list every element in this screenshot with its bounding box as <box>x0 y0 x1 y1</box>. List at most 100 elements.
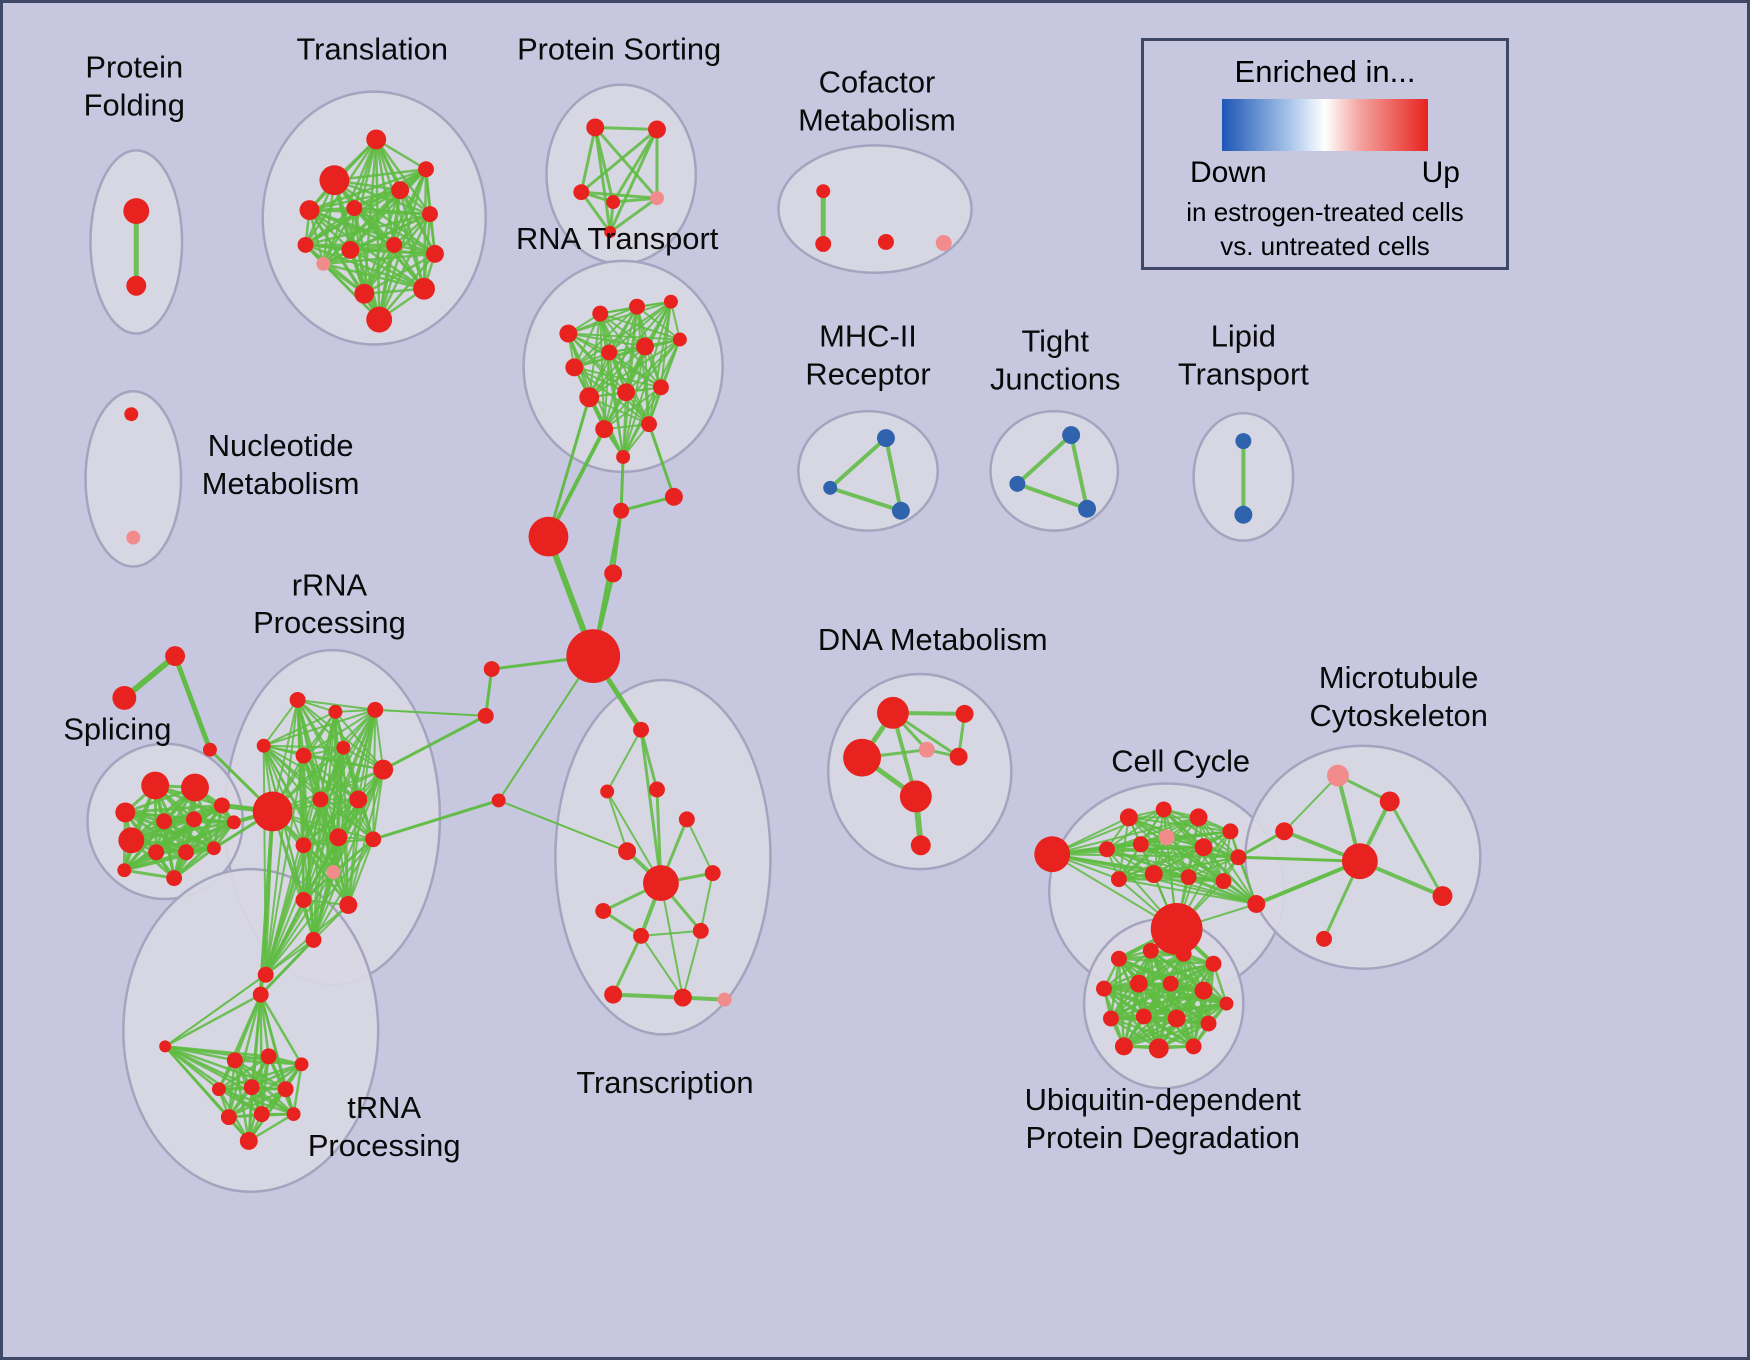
edge-translation <box>378 168 428 320</box>
edge-trna-processing <box>234 1059 287 1091</box>
cluster-label-protein-folding: Folding <box>84 88 185 123</box>
edge-rrna-processing <box>312 871 335 941</box>
cluster-label-tight-junctions: Tight <box>1021 323 1089 358</box>
node-mhc2-receptor <box>823 480 838 495</box>
node-tight-junctions <box>1078 499 1097 518</box>
edge-rrna-processing <box>320 768 384 801</box>
connector-edge <box>164 973 267 1048</box>
connector-edge <box>1254 859 1362 906</box>
node-rrna-processing <box>257 966 274 983</box>
edge-rrna-processing <box>262 745 267 975</box>
cluster-label-rrna-processing: rRNA <box>292 567 368 602</box>
node-ubiquitin-degradation <box>1102 1010 1119 1027</box>
node-rna-transport <box>601 344 618 361</box>
node-cell-cycle <box>1189 808 1208 827</box>
node-translation <box>299 200 320 221</box>
node-rna-transport <box>617 383 636 402</box>
connector-edge <box>1236 855 1362 863</box>
node-rrna-processing <box>256 738 271 753</box>
node-trna-processing <box>260 1048 277 1065</box>
node-ubiquitin-degradation <box>1142 942 1159 959</box>
edge-splicing <box>131 838 215 850</box>
edge-trna-processing <box>164 993 262 1048</box>
node-rrna-processing <box>336 740 351 755</box>
node-rrna-processing <box>289 691 306 708</box>
edge-rna-transport <box>588 345 646 398</box>
edge-transcription <box>640 929 701 937</box>
edge-ubiquitin-degradation <box>1138 982 1227 1005</box>
edge-protein-sorting <box>593 127 612 233</box>
node-mhc2-receptor <box>891 501 910 520</box>
edge-translation <box>375 138 431 215</box>
edge-rna-transport <box>622 339 681 458</box>
edge-rna-transport <box>622 392 628 458</box>
node-transcription <box>595 903 612 919</box>
edge-transcription <box>659 882 684 998</box>
edge-translation <box>378 213 432 321</box>
node-protein-sorting <box>649 191 664 206</box>
node-cofactor-metabolism <box>815 235 832 252</box>
edge-cell-cycle <box>1118 846 1204 881</box>
node-cell-cycle <box>1194 838 1213 857</box>
edge-transcription <box>685 818 714 874</box>
cluster-ellipse-transcription <box>554 678 772 1036</box>
connector-edge <box>374 708 487 717</box>
node-splicing <box>117 863 132 878</box>
node-translation <box>319 165 350 196</box>
edge-cell-cycle <box>1153 846 1205 876</box>
edge-rrna-processing <box>265 939 315 976</box>
node-ubiquitin-degradation <box>1219 996 1234 1011</box>
legend-axis-labels: Down Up <box>1144 156 1506 190</box>
node-ubiquitin-degradation <box>1114 1037 1133 1056</box>
cluster-label-microtubule-cytoskeleton: Cytoskeleton <box>1309 698 1487 733</box>
node-cofactor-metabolism <box>816 184 831 199</box>
node-transcription <box>678 811 695 828</box>
node-dna-metabolism <box>918 741 935 758</box>
edge-splicing <box>173 847 215 880</box>
edge-rna-transport <box>574 338 681 369</box>
cluster-label-translation: Translation <box>296 32 448 67</box>
edge-cell-cycle <box>1106 848 1224 883</box>
node-rrna-processing <box>305 931 322 948</box>
edge-translation <box>363 213 431 295</box>
node-rrna-processing <box>326 865 341 880</box>
node-transcription <box>673 988 692 1007</box>
edge-translation <box>363 252 436 295</box>
node-rna-transport <box>559 324 578 343</box>
node-ubiquitin-degradation <box>1185 1038 1202 1055</box>
node-microtubule-cytoskeleton <box>1326 764 1349 787</box>
edge-rrna-processing <box>372 769 385 840</box>
node-trna-processing <box>253 1106 270 1123</box>
connector-edge <box>546 427 607 539</box>
connector-node <box>566 629 621 683</box>
cluster-ellipse-tight-junctions <box>989 409 1120 532</box>
edge-rrna-processing <box>312 838 375 941</box>
connector-edge <box>371 798 501 841</box>
node-cell-cycle <box>1132 836 1149 853</box>
node-rrna-processing <box>295 747 312 764</box>
connector-node <box>477 707 494 724</box>
edge-transcription <box>640 935 684 999</box>
node-translation <box>346 200 363 217</box>
node-splicing <box>178 844 195 861</box>
connector-node <box>613 502 630 519</box>
node-cell-cycle <box>1150 903 1203 955</box>
edge-rrna-processing <box>302 747 345 901</box>
edge-rna-transport <box>568 332 680 341</box>
node-translation <box>341 240 360 259</box>
edge-ubiquitin-degradation <box>1103 952 1185 990</box>
node-rna-transport <box>565 358 584 377</box>
node-ubiquitin-degradation <box>1096 980 1112 997</box>
node-protein-sorting <box>604 226 617 238</box>
edge-protein-sorting <box>611 128 659 203</box>
edge-tight-junctions <box>1016 481 1088 511</box>
node-trna-processing <box>294 1057 309 1072</box>
node-cell-cycle <box>1215 873 1232 890</box>
legend-title: Enriched in... <box>1234 54 1416 89</box>
node-transcription <box>704 865 721 882</box>
edge-ubiquitin-degradation <box>1192 990 1205 1047</box>
node-translation <box>354 283 375 304</box>
cluster-label-trna-processing: Processing <box>308 1128 461 1163</box>
node-cell-cycle <box>1230 849 1247 866</box>
cluster-label-ubiquitin-degradation: Ubiquitin-dependent <box>1025 1082 1302 1117</box>
